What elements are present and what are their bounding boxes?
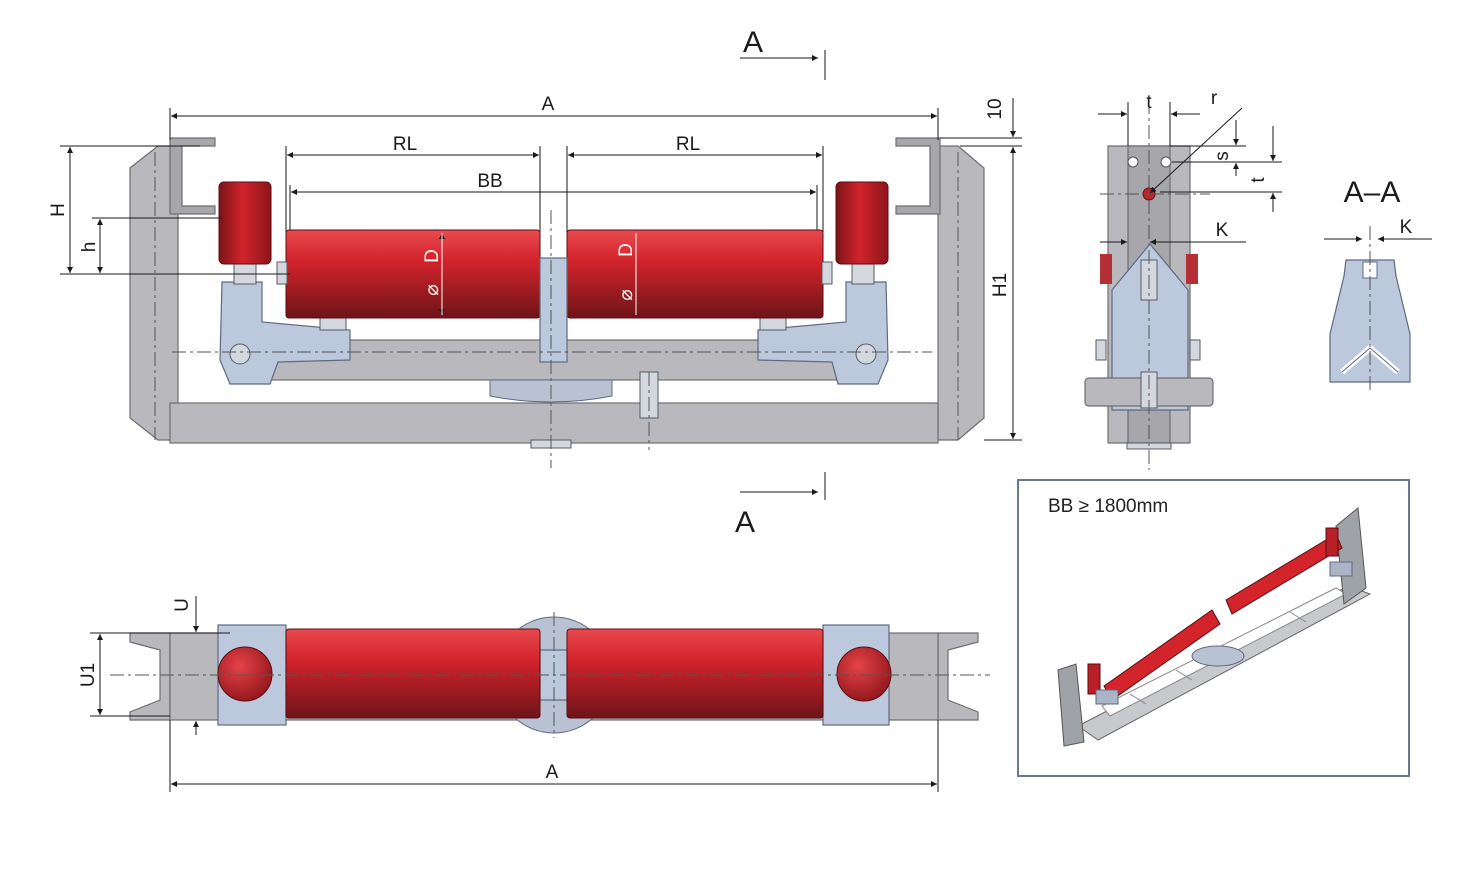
section-mark-top: A: [743, 26, 763, 59]
dim-D-left: D: [422, 249, 443, 263]
isometric-inset: BB ≥ 1800mm: [1017, 479, 1410, 777]
dim-U1: U1: [78, 663, 99, 687]
dim-D-right: D: [616, 243, 637, 257]
note-bb-min: BB ≥ 1800mm: [1048, 496, 1168, 517]
carrying-roller-left: [285, 229, 541, 319]
dim-t-side: t: [1248, 177, 1269, 183]
dim-h: h: [79, 242, 100, 253]
dim-BB: BB: [477, 171, 502, 192]
center-bracket: [539, 257, 568, 363]
dim-H: H: [48, 203, 69, 217]
dim-10: 10: [985, 98, 1006, 119]
dim-phi-right: ⌀: [616, 289, 637, 300]
bracket-left: [219, 281, 351, 385]
dim-phi-left: ⌀: [422, 284, 443, 295]
dim-r: r: [1211, 88, 1218, 109]
frame-bottom-beam: [169, 402, 939, 444]
channel-hook-left: [169, 137, 216, 215]
dim-s: s: [1212, 151, 1233, 161]
clamp-left: [319, 317, 347, 331]
pivot-bolt-right: [855, 343, 877, 365]
front-view: A RL RL BB D ⌀ D ⌀ H h: [48, 26, 1022, 539]
guide-roller-right: [835, 181, 889, 265]
bracket-right: [757, 281, 889, 385]
dim-RL-right: RL: [676, 134, 700, 155]
dim-H1: H1: [990, 273, 1011, 297]
dim-t-top: t: [1146, 92, 1152, 113]
channel-hook-right: [895, 137, 941, 215]
dim-A-bottom: A: [546, 762, 559, 783]
plan-frame-right: [937, 632, 979, 721]
plan-roller-right: [566, 628, 824, 719]
clamp-right: [759, 317, 787, 331]
section-view-title: A–A: [1344, 176, 1401, 209]
dim-K-side: K: [1216, 220, 1229, 241]
dim-U: U: [172, 598, 193, 612]
carrying-roller-right: [566, 229, 824, 319]
dim-A-top: A: [542, 94, 555, 115]
stud-right: [851, 263, 875, 285]
plan-guide-roller-right: [836, 646, 892, 702]
plan-view: U U1 A: [78, 596, 990, 792]
section-view: A–A K: [1324, 176, 1432, 394]
plan-guide-roller-left: [217, 646, 273, 702]
guide-roller-left: [218, 181, 272, 265]
dim-K-section: K: [1400, 217, 1413, 238]
side-view: t r s t K: [1084, 88, 1282, 470]
plan-roller-left: [285, 628, 541, 719]
dim-RL-left: RL: [393, 134, 417, 155]
pivot-bolt-left: [229, 343, 251, 365]
frame-right-leg: [937, 145, 985, 441]
section-mark-bottom: A: [735, 506, 755, 539]
plan-frame-left: [129, 632, 171, 721]
